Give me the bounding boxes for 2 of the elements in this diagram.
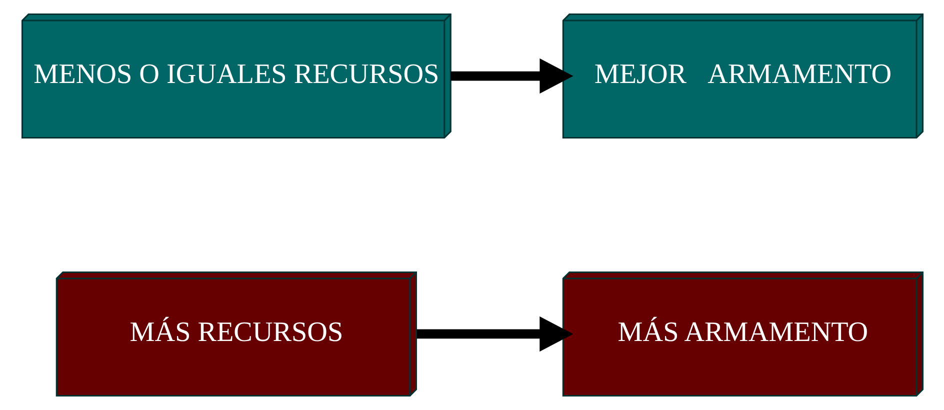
- arrow: [450, 58, 573, 94]
- arrow: [416, 316, 573, 352]
